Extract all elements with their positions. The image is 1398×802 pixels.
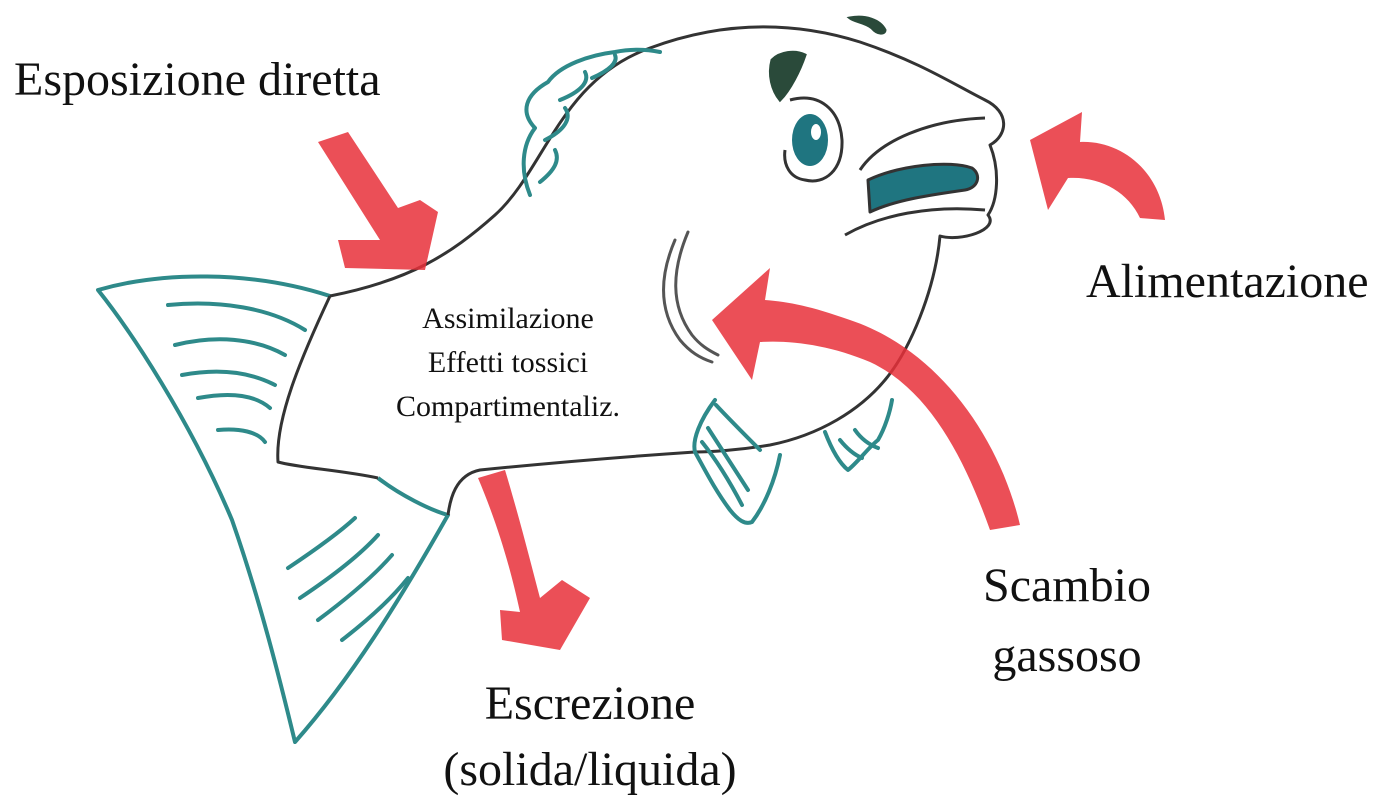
label-excretion-line2: (solida/liquida) bbox=[400, 746, 780, 794]
arrow-direct-exposure bbox=[318, 132, 438, 270]
label-internal-processes: Assimilazione Effetti tossici Compartime… bbox=[348, 304, 668, 422]
label-excretion-line1: Escrezione bbox=[400, 680, 780, 728]
arrow-feeding bbox=[1030, 112, 1165, 220]
mouth bbox=[845, 118, 985, 235]
eye bbox=[785, 98, 842, 181]
dorsal-fin bbox=[524, 50, 660, 195]
label-internal-line2: Effetti tossici bbox=[348, 348, 668, 378]
label-gas-exchange: Scambio gassoso bbox=[962, 562, 1172, 680]
label-internal-line1: Assimilazione bbox=[348, 304, 668, 334]
arrow-excretion bbox=[478, 470, 590, 650]
label-gas-exchange-line1: Scambio bbox=[962, 562, 1172, 610]
pectoral-fin bbox=[694, 400, 780, 523]
label-feeding: Alimentazione bbox=[1086, 258, 1369, 306]
label-direct-exposure: Esposizione diretta bbox=[14, 56, 381, 104]
pelvic-fin bbox=[825, 400, 892, 470]
label-excretion: Escrezione (solida/liquida) bbox=[400, 680, 780, 794]
fish-body bbox=[278, 27, 1004, 515]
gill-slit bbox=[664, 232, 718, 362]
eyebrow-marks bbox=[770, 17, 885, 100]
label-internal-line3: Compartimentaliz. bbox=[348, 392, 668, 422]
label-gas-exchange-line2: gassoso bbox=[962, 632, 1172, 680]
